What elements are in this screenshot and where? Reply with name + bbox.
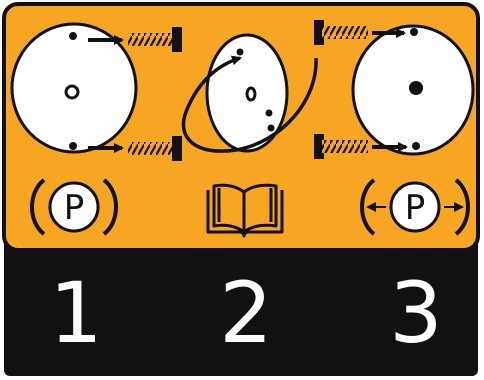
step2-diagram: [181, 33, 318, 153]
rotate-arrow: [181, 55, 318, 153]
step-number-1: 1: [49, 264, 102, 362]
disc-dot-2a: [236, 48, 244, 56]
screw-top-1: [128, 27, 182, 52]
step-number-3: 3: [389, 264, 442, 362]
parking-brake-released-icon: P: [360, 178, 470, 236]
screw-bottom-1: [128, 136, 182, 161]
screw-bottom-3: [314, 134, 368, 159]
parking-brake-applied-icon: P: [30, 178, 118, 236]
disc-dot-top: [69, 32, 77, 40]
read-manual-book-icon: [206, 183, 284, 238]
disc-hub-open: [64, 84, 80, 100]
disc-hub-filled: [409, 81, 423, 95]
p-letter-right: P: [405, 188, 426, 228]
disc-dot-2b: [265, 109, 273, 117]
disc-dot-bottom: [69, 142, 77, 150]
screw-top-3: [314, 20, 368, 45]
disc-dot-bottom-3: [412, 142, 420, 150]
step-number-2: 2: [219, 264, 272, 362]
disc-hub-open-2: [245, 86, 257, 102]
disc-dot-2c: [267, 124, 275, 132]
brake-disc-left: [10, 22, 138, 154]
disc-dot-top-3: [410, 28, 418, 36]
step1-diagram: [10, 22, 182, 161]
number-band: [4, 238, 478, 376]
p-letter-left: P: [64, 188, 85, 228]
step3-diagram: [314, 20, 475, 159]
